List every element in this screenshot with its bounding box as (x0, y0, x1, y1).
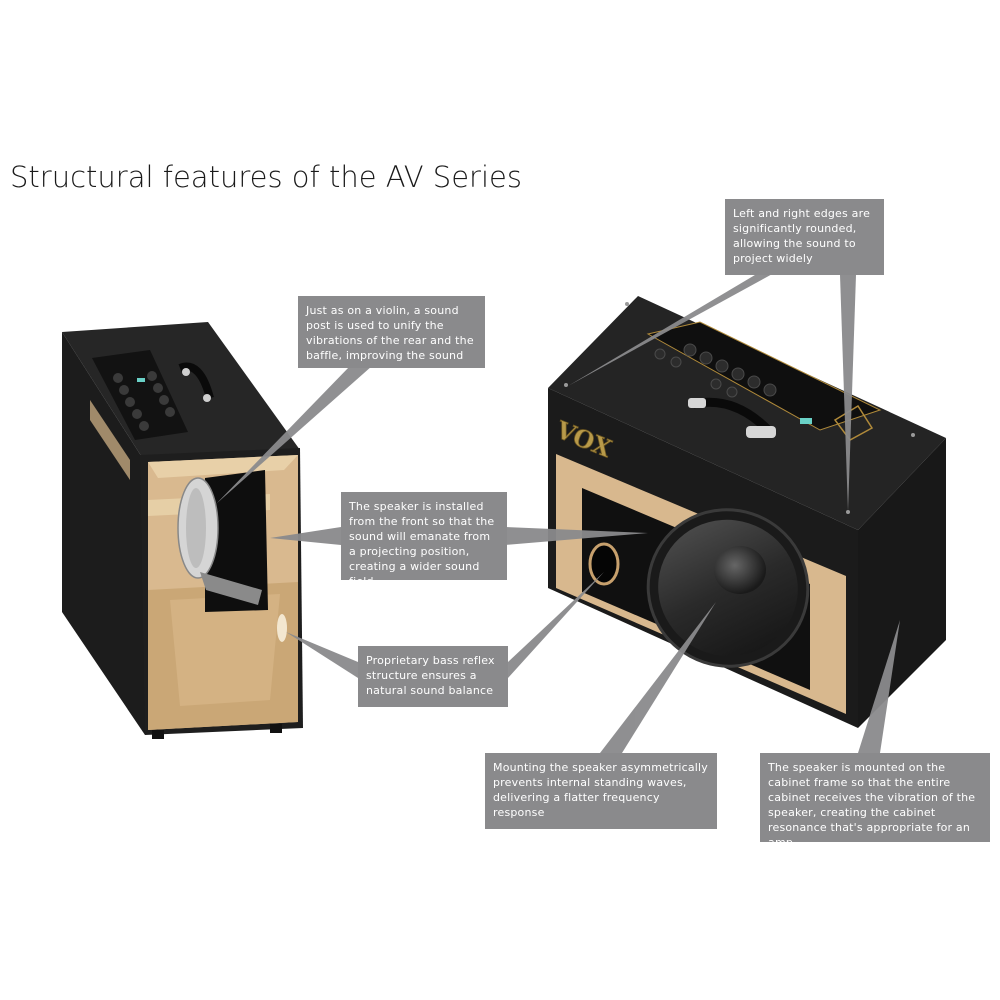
front-amp: VOX (548, 296, 946, 728)
callout-text: Proprietary bass reflex structure ensure… (366, 654, 495, 697)
callout-text: The speaker is mounted on the cabinet fr… (768, 761, 976, 849)
callout-text: Left and right edges are significantly r… (733, 207, 871, 265)
callout-cabinet-frame: The speaker is mounted on the cabinet fr… (760, 753, 990, 849)
cutaway-side-panel (62, 332, 145, 735)
front-amp-side-panel (858, 438, 946, 728)
callout-speaker-front: The speaker is installed from the front … (341, 492, 507, 588)
callout-text: Just as on a violin, a sound post is use… (306, 304, 474, 362)
cutaway-speaker (177, 470, 268, 612)
cutaway-amp (62, 322, 303, 739)
callout-rounded-edges: Left and right edges are significantly r… (725, 199, 884, 275)
callout-pointers (216, 272, 900, 753)
cutaway-bass-port (277, 614, 287, 642)
callout-text: The speaker is installed from the front … (349, 500, 495, 588)
front-speaker (646, 508, 810, 668)
page-title: Structural features of the AV Series (10, 160, 522, 194)
callout-asymmetric-mounting: Mounting the speaker asymmetrically prev… (485, 753, 717, 829)
callout-bass-reflex: Proprietary bass reflex structure ensure… (358, 646, 508, 707)
callout-sound-post: Just as on a violin, a sound post is use… (298, 296, 485, 368)
bass-reflex-port (588, 542, 620, 586)
callout-text: Mounting the speaker asymmetrically prev… (493, 761, 709, 819)
